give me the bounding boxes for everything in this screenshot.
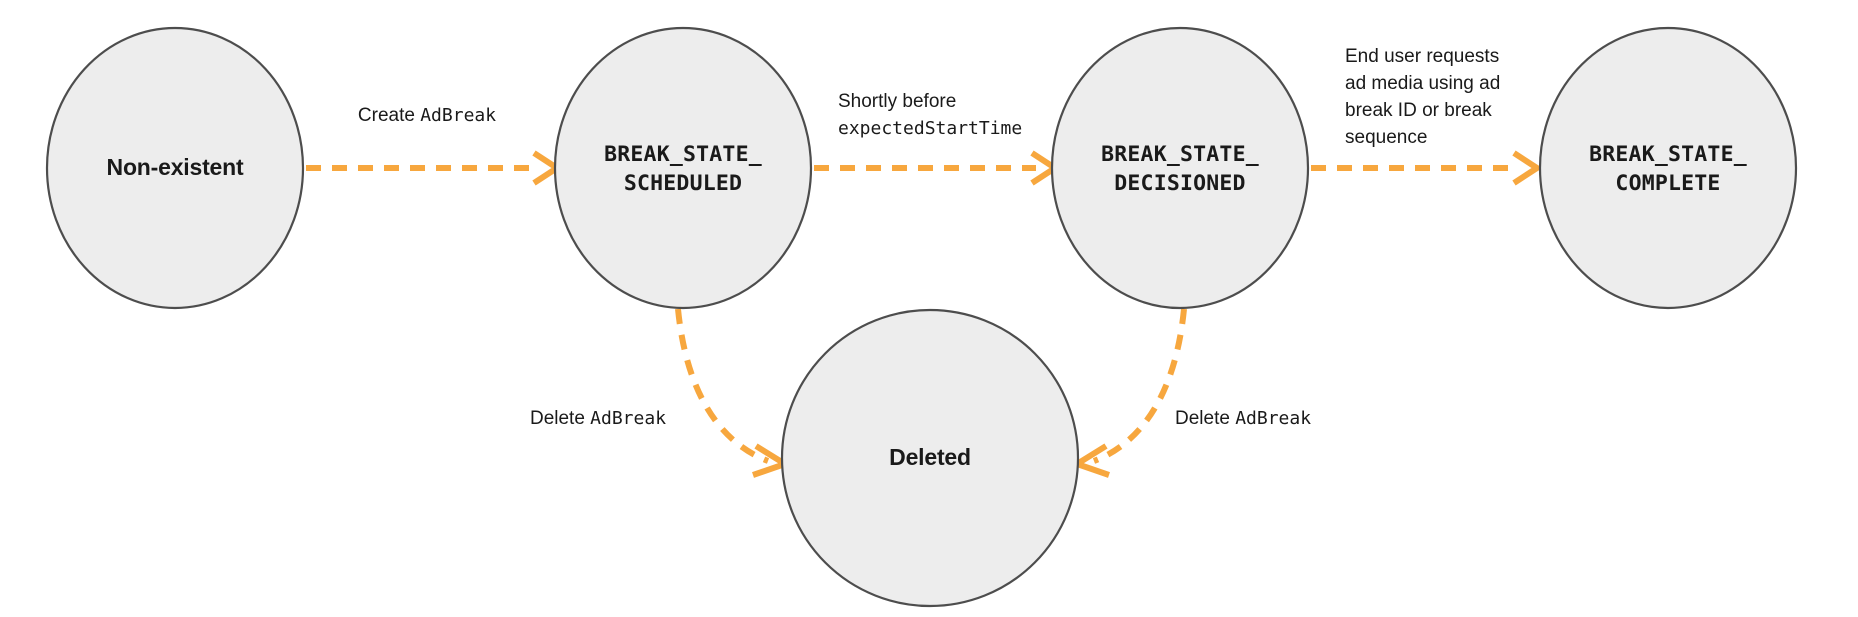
edge-decisioned-to-complete[interactable]: [1311, 150, 1543, 186]
node-deleted[interactable]: Deleted: [780, 308, 1080, 608]
arrowhead-icon: [1070, 443, 1110, 478]
edge-scheduled-to-deleted[interactable]: [675, 308, 792, 478]
edge-scheduled-to-decisioned[interactable]: [814, 150, 1061, 186]
node-shape: [45, 26, 305, 310]
node-non-existent[interactable]: Non-existent: [45, 26, 305, 310]
node-shape: [553, 26, 813, 310]
node-shape: [1538, 26, 1798, 310]
edge-decisioned-to-deleted[interactable]: [1070, 308, 1187, 478]
label-line-2: ad media using ad: [1345, 73, 1500, 94]
edge-label-scheduled-to-deleted: Delete AdBreak: [530, 408, 666, 429]
node-label: Non-existent: [107, 154, 244, 180]
edge-label-decisioned-to-deleted: Delete AdBreak: [1175, 408, 1311, 429]
edge-label-scheduled-to-decisioned: Shortly before expectedStartTime: [838, 91, 1022, 139]
node-label-line-1: BREAK_STATE_: [604, 142, 762, 167]
label-part-text: Delete: [1175, 408, 1235, 429]
node-label-line-1: BREAK_STATE_: [1101, 142, 1259, 167]
label-part-text: Create: [358, 105, 420, 126]
edge-label-create-adbreak: Create AdBreak: [358, 105, 496, 126]
edge-line: [675, 308, 770, 464]
label-line-4: sequence: [1345, 127, 1427, 148]
edge-create-adbreak[interactable]: [306, 150, 563, 186]
label-line-1: Shortly before: [838, 91, 956, 112]
edge-line: [1092, 308, 1187, 464]
arrowhead-icon: [752, 443, 792, 478]
label-part-code: AdBreak: [1235, 408, 1311, 429]
node-break-state-decisioned[interactable]: BREAK_STATE_ DECISIONED: [1050, 26, 1310, 310]
node-break-state-complete[interactable]: BREAK_STATE_ COMPLETE: [1538, 26, 1798, 310]
node-break-state-scheduled[interactable]: BREAK_STATE_ SCHEDULED: [553, 26, 813, 310]
node-label-line-2: COMPLETE: [1615, 171, 1720, 196]
label-line-3: break ID or break: [1345, 100, 1492, 121]
label-line-1: End user requests: [1345, 46, 1499, 67]
node-label-line-2: SCHEDULED: [624, 171, 742, 196]
node-label: Deleted: [889, 444, 971, 470]
label-part-text: Delete: [530, 408, 590, 429]
node-shape: [780, 308, 1080, 608]
node-shape: [1050, 26, 1310, 310]
arrowhead-icon: [532, 150, 563, 186]
node-label-line-1: BREAK_STATE_: [1589, 142, 1747, 167]
label-part-code: AdBreak: [590, 408, 666, 429]
label-part-code: AdBreak: [420, 105, 496, 126]
node-label-line-2: DECISIONED: [1114, 171, 1245, 196]
arrowhead-icon: [1512, 150, 1543, 186]
label-line-2: expectedStartTime: [838, 118, 1022, 139]
edge-label-decisioned-to-complete: End user requests ad media using ad brea…: [1345, 46, 1500, 148]
